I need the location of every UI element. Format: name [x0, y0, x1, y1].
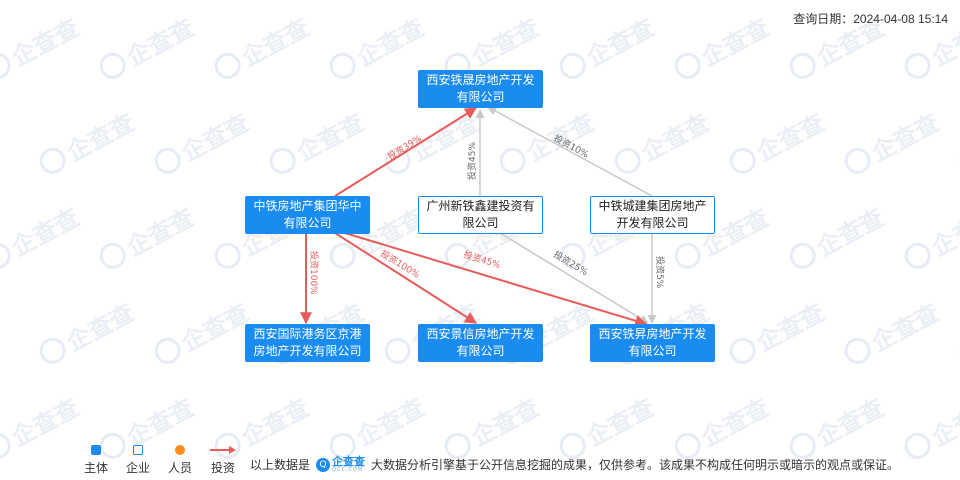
legend-main-swatch — [91, 445, 101, 455]
node-guangzhou-xintiexin[interactable]: 广州新铁鑫建投资有限公司 — [418, 196, 543, 234]
node-label: 西安景信房地产开发有限公司 — [426, 327, 535, 358]
brand-logo: Q 企查查 QCC.COM — [316, 456, 365, 473]
edge-label-e7: 投资25% — [551, 248, 590, 278]
edge-label-e8: 投资5% — [654, 256, 666, 289]
node-label: 西安铁昇房地产开发有限公司 — [598, 327, 707, 358]
node-xian-tiesheng[interactable]: 西安铁晟房地产开发有限公司 — [418, 70, 543, 108]
legend-main-label: 主体 — [84, 461, 109, 475]
node-label: 广州新铁鑫建投资有限公司 — [426, 199, 535, 230]
edge-label-e1: 投资39% — [385, 132, 424, 163]
node-xian-jingxin[interactable]: 西安景信房地产开发有限公司 — [418, 324, 543, 362]
legend-enterprise-label: 企业 — [126, 461, 151, 475]
source-suffix: 大数据分析引擎基于公开信息挖掘的成果，仅供参考。该成果不构成任何明示或暗示的观点… — [371, 458, 900, 472]
node-label: 中铁城建集团房地产开发有限公司 — [598, 199, 707, 230]
legend: 主体 企业 人员 投资 — [84, 445, 254, 476]
legend-enterprise: 企业 — [126, 445, 150, 476]
edge-label-e6: 投资45% — [462, 248, 502, 271]
node-label: 西安铁晟房地产开发有限公司 — [426, 73, 535, 104]
edge-huazhong-to-tiesheng — [334, 107, 478, 197]
brand-name: 企查查 — [332, 455, 366, 468]
node-zhongtie-chengjian[interactable]: 中铁城建集团房地产开发有限公司 — [590, 196, 715, 234]
edge-chengjian-to-tiesheng — [487, 106, 653, 197]
brand-icon: Q — [316, 457, 331, 472]
legend-person-swatch — [175, 445, 186, 455]
node-label: 中铁房地产集团华中有限公司 — [253, 199, 362, 230]
legend-invest-label: 投资 — [211, 461, 236, 475]
legend-person: 人员 — [168, 445, 192, 476]
edge-guangzhou-to-tiesheng2 — [499, 232, 649, 324]
edge-huazhong-to-jingxin — [334, 232, 478, 324]
edge-label-e2: 投资45% — [466, 142, 478, 180]
brand-sub: QCC.COM — [332, 467, 364, 473]
edge-label-e4: 投资100% — [308, 251, 320, 295]
source-disclaimer: 以上数据是 Q 企查查 QCC.COM 大数据分析引擎基于公开信息挖掘的成果，仅… — [250, 456, 899, 473]
legend-person-label: 人员 — [168, 461, 193, 475]
legend-invest: 投资 — [210, 445, 237, 476]
source-prefix: 以上数据是 — [250, 458, 311, 472]
legend-invest-arrow-icon — [210, 446, 237, 454]
edge-label-e3: 投资10% — [552, 132, 592, 161]
node-zhongtie-huazhong[interactable]: 中铁房地产集团华中有限公司 — [245, 196, 370, 234]
legend-enterprise-swatch — [133, 445, 144, 455]
node-label: 西安国际港务区京港房地产开发有限公司 — [253, 327, 362, 358]
edge-huazhong-to-tiesheng2 — [344, 232, 648, 327]
legend-main: 主体 — [84, 445, 108, 476]
node-xian-tiesheng2[interactable]: 西安铁昇房地产开发有限公司 — [590, 324, 715, 362]
node-xian-guoji[interactable]: 西安国际港务区京港房地产开发有限公司 — [245, 324, 370, 362]
query-date: 查询日期：2024-04-08 15:14 — [793, 12, 948, 26]
